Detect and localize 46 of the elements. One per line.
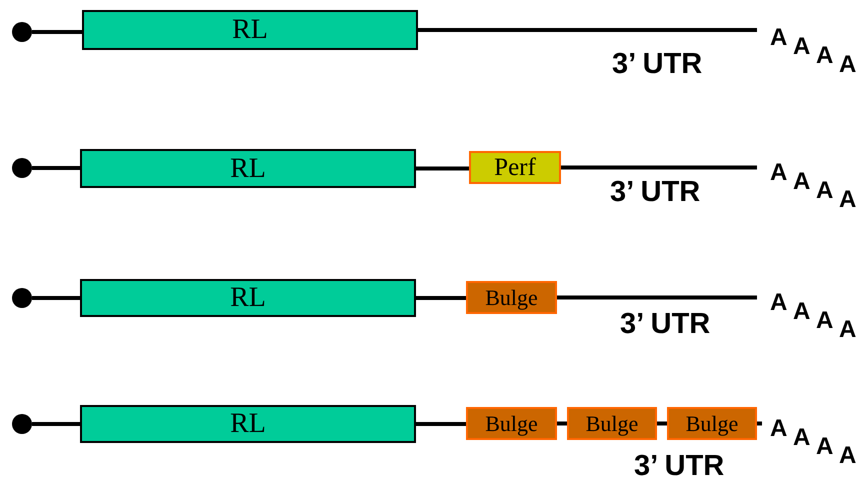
cap-dot — [12, 288, 32, 308]
rna-strand-line — [416, 422, 466, 426]
poly-a-letter: A — [839, 53, 856, 77]
rna-strand-line — [32, 30, 82, 34]
rna-strand-line — [557, 422, 567, 426]
poly-a-letter: A — [793, 300, 810, 324]
poly-a-letter: A — [770, 291, 788, 315]
rna-strand-line — [416, 296, 466, 300]
coding-region-box: RL — [80, 405, 416, 443]
rna-strand-line — [561, 166, 757, 170]
target-site-box: Bulge — [667, 407, 757, 440]
poly-a-letter: A — [816, 435, 834, 459]
rna-strand-line — [657, 422, 667, 426]
poly-a-letter: A — [839, 444, 856, 468]
rna-strand-line — [757, 422, 762, 426]
rna-strand-line — [416, 166, 469, 170]
coding-region-box: RL — [80, 149, 416, 188]
poly-a-letter: A — [816, 179, 834, 203]
poly-a-letter: A — [770, 417, 788, 441]
utr-label: 3’ UTR — [612, 50, 702, 79]
poly-a-letter: A — [839, 188, 856, 212]
coding-region-box: RL — [80, 279, 416, 317]
utr-label: 3’ UTR — [610, 178, 700, 207]
poly-a-letter: A — [770, 161, 788, 185]
poly-a-letter: A — [793, 170, 810, 194]
utr-label: 3’ UTR — [634, 452, 724, 481]
poly-a-letter: A — [793, 35, 810, 59]
target-site-box: Bulge — [466, 407, 557, 440]
cap-dot — [12, 22, 32, 42]
rna-strand-line — [32, 422, 80, 426]
target-site-box: Bulge — [466, 281, 557, 314]
target-site-box: Perf — [469, 151, 561, 184]
poly-a-letter: A — [839, 318, 856, 342]
rna-strand-line — [32, 166, 80, 170]
poly-a-letter: A — [770, 26, 788, 50]
cap-dot — [12, 158, 32, 178]
rna-strand-line — [557, 296, 757, 300]
cap-dot — [12, 414, 32, 434]
rna-strand-line — [32, 296, 80, 300]
target-site-box: Bulge — [567, 407, 657, 440]
rna-strand-line — [418, 28, 757, 32]
poly-a-letter: A — [793, 426, 810, 450]
utr-label: 3’ UTR — [620, 310, 710, 339]
coding-region-box: RL — [82, 10, 418, 50]
poly-a-letter: A — [816, 44, 834, 68]
poly-a-letter: A — [816, 309, 834, 333]
